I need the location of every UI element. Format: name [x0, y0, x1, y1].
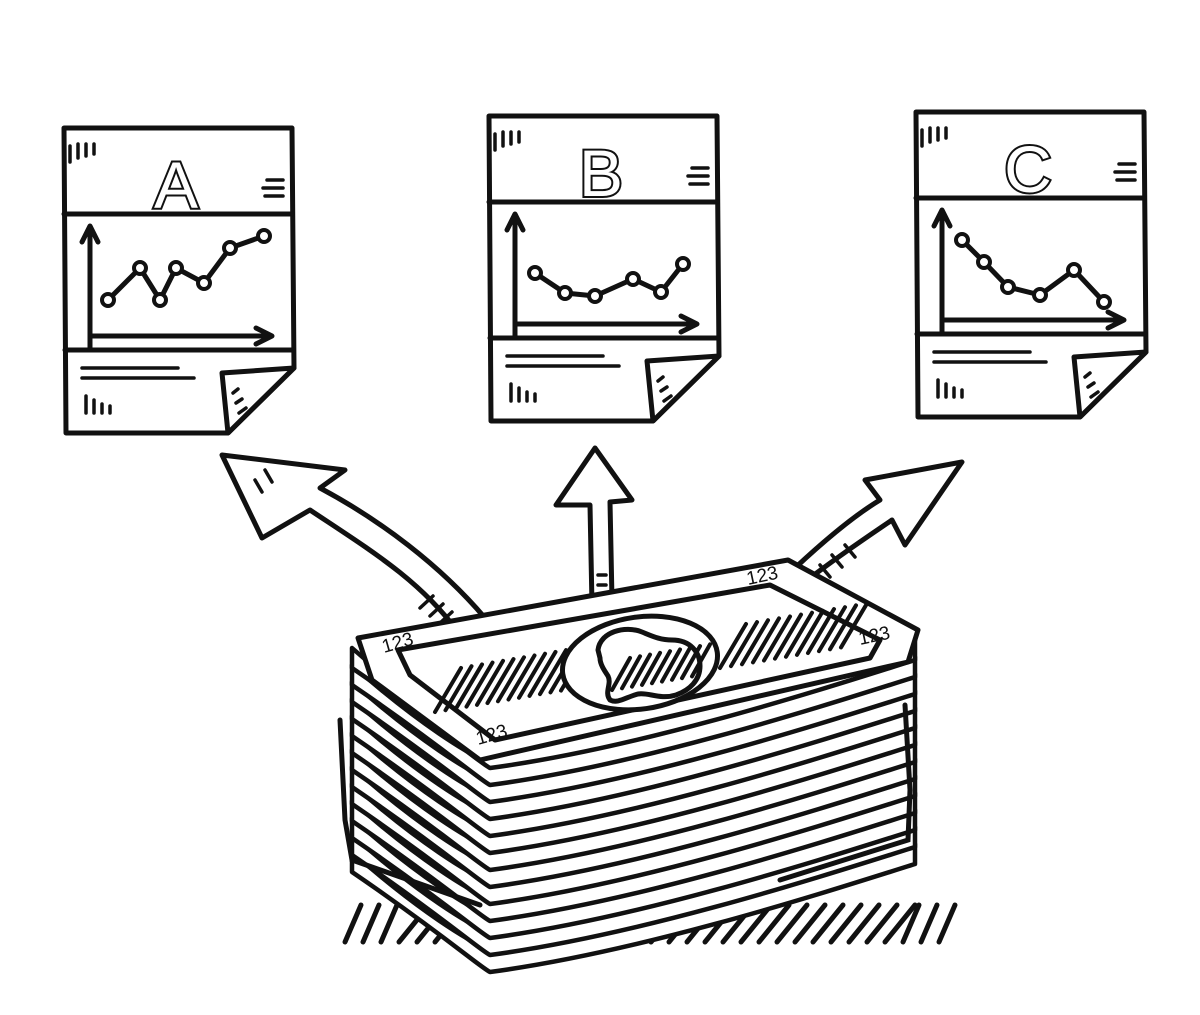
chart-point: [1032, 287, 1048, 303]
report-card-c: C: [916, 112, 1146, 417]
report-label: A: [154, 148, 198, 222]
chart-point: [132, 260, 148, 276]
chart-point: [152, 292, 168, 308]
chart-point: [976, 254, 992, 270]
chart-point: [196, 275, 212, 291]
report-label: C: [1004, 132, 1052, 206]
chart-point: [587, 288, 603, 304]
chart-point: [625, 271, 641, 287]
chart-point: [1000, 279, 1016, 295]
chart-point: [675, 256, 691, 272]
arrow-to-report-b: [553, 445, 635, 608]
curved-arrow-icon: [792, 459, 965, 581]
line-chart-icon: [504, 211, 700, 341]
chart-point: [168, 260, 184, 276]
chart-point: [954, 232, 970, 248]
top-banknote: 123 123 123 123: [355, 557, 921, 763]
chart-point: [527, 265, 543, 281]
arrow-to-report-a: [219, 452, 488, 635]
report-card-a: A: [64, 128, 294, 433]
chart-point: [557, 285, 573, 301]
chart-point: [653, 284, 669, 300]
line-chart-icon: [79, 223, 275, 353]
report-label: B: [579, 136, 623, 210]
chart-point: [1096, 294, 1112, 310]
portrait-icon: [595, 626, 703, 704]
curved-arrow-icon: [219, 452, 488, 635]
curved-arrow-icon: [553, 445, 635, 608]
chart-point: [100, 292, 116, 308]
banknote-hatching: [718, 601, 869, 670]
arrow-to-report-c: [792, 459, 965, 581]
chart-point: [222, 240, 238, 256]
report-card-b: B: [489, 116, 719, 421]
money-stack: 123 123 123 123: [337, 557, 921, 975]
banknote-inner-border: [395, 582, 883, 743]
line-chart-icon: [931, 207, 1127, 337]
chart-point: [1066, 262, 1082, 278]
portrait-hatching: [610, 642, 712, 692]
chart-point: [256, 228, 272, 244]
